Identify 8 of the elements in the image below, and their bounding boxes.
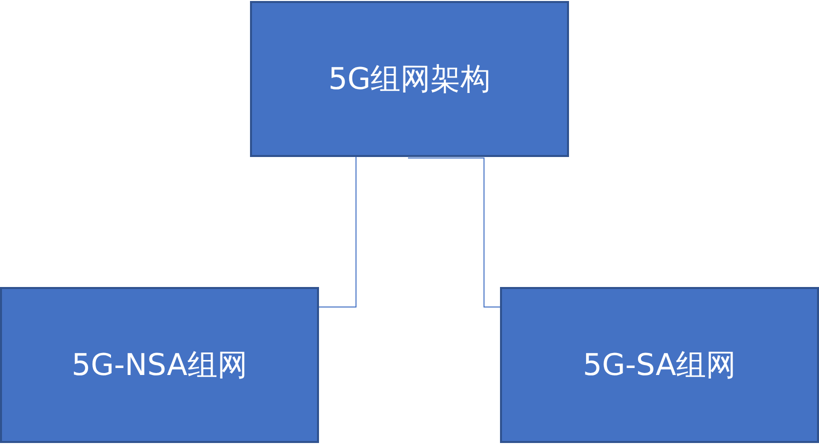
process-box bbox=[0, 287, 319, 443]
connector-line bbox=[318, 156, 356, 308]
process-box bbox=[250, 1, 569, 157]
node-label: 5G-NSA组网 bbox=[72, 346, 248, 384]
node-label: 5G组网架构 bbox=[328, 60, 491, 98]
connector-line bbox=[408, 158, 500, 308]
node-label: 5G-SA组网 bbox=[582, 346, 736, 384]
process-box bbox=[500, 287, 819, 443]
